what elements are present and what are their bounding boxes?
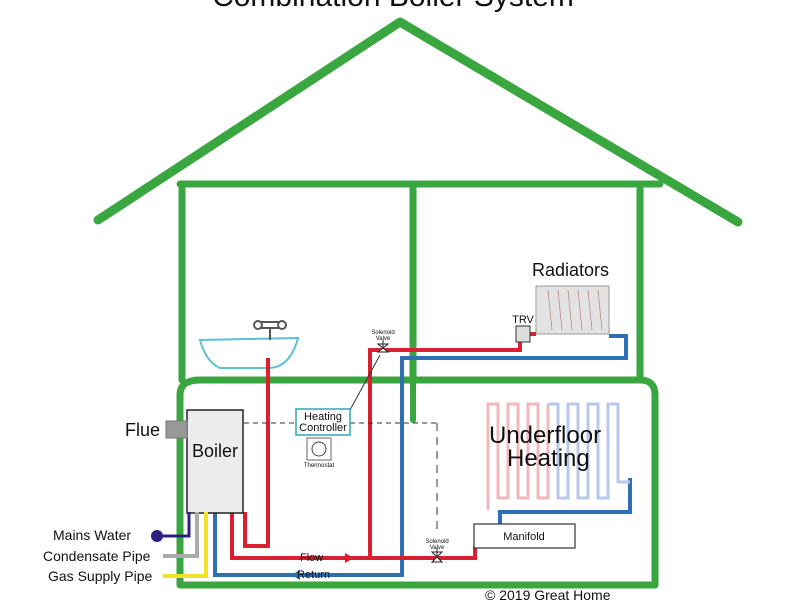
tap-icon [253,320,287,340]
house-outline [93,17,743,589]
return-arrow [291,570,345,580]
thermostat-dial-icon [311,441,327,457]
flow-pipe-underfloor [370,546,477,560]
solenoid-valve-bottom-label-2: Valve [430,545,445,551]
copyright-text: © 2019 Great Home [485,587,611,600]
gas-supply-pipe-label: Gas Supply Pipe [48,568,152,584]
ground-floor-outline [176,376,659,589]
boiler-box [186,409,244,514]
mains-water-inlet-icon [151,530,163,542]
thermostat-box [306,437,332,461]
trv-label: TRV [512,314,534,326]
heating-controller-box [295,408,351,436]
flow-pipes [230,332,536,560]
condensate-pipe-label: Condensate Pipe [43,548,151,564]
trv-box [515,325,531,343]
underfloor-heating-label-2: Heating [507,445,590,472]
boiler-label: Boiler [192,441,238,461]
house-roof [93,17,743,227]
return-pipe-underfloor [498,478,632,524]
flue-box [165,420,188,439]
solenoid-valve-top-icon [376,340,390,353]
mains-water-label: Mains Water [53,527,131,543]
bath [198,320,300,369]
diagram-title: Combination Boiler System [212,0,574,13]
bath-tub [198,336,300,369]
condensate-pipe [163,512,199,558]
flow-pipe-radiator [230,334,522,560]
flow-pipe-hotwater [243,358,270,548]
underfloor-heating-label-1: Underfloor [489,422,601,449]
heating-controller-label-1: Heating [304,411,342,423]
return-pipes [213,334,632,577]
solenoid-valve-top-label-1: Solenoid [371,330,394,336]
mains-water-pipe [157,512,191,538]
thermostat-label: Thermostat [304,463,335,469]
gas-supply-pipe [163,512,208,578]
heating-controller-label-2: Controller [299,422,347,434]
flow-arrow [282,553,354,563]
solenoid-valve-top-label-2: Valve [376,336,391,342]
solenoid-valve-bottom-label-1: Solenoid [425,539,448,545]
flow-label: Flow [300,552,323,564]
return-pipe-radiator [213,334,628,577]
control-wiring [244,354,438,530]
manifold-box [473,523,576,549]
manifold-label: Manifold [503,531,545,543]
solenoid-valve-bottom-icon [430,548,444,563]
radiators-label: Radiators [532,260,609,280]
radiator [535,285,610,335]
underfloor-heating-coil [486,402,630,510]
flue-label: Flue [125,420,160,440]
return-label: Return [297,569,330,581]
